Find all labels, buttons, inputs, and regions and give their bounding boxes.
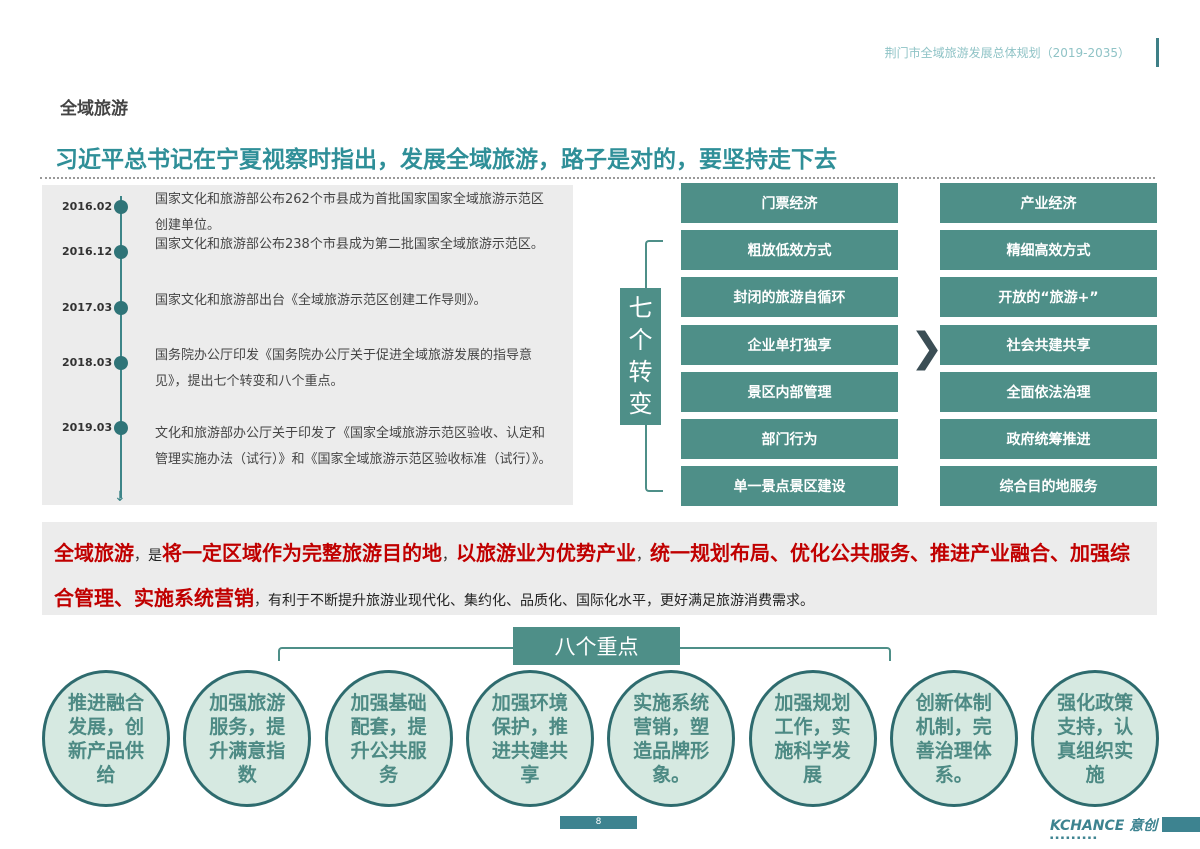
definition-part: 全域旅游: [54, 541, 134, 565]
key-point-circle: 创新体制机制，完善治理体系。: [889, 670, 1018, 807]
from-item: 单一景点景区建设: [681, 466, 898, 507]
from-item: 企业单打独享: [681, 324, 898, 365]
key-point-circle: 加强基础配套，提升公共服务: [324, 670, 453, 807]
to-item: 综合目的地服务: [940, 466, 1157, 507]
timeline-dot: [114, 421, 128, 435]
timeline-event: 国家文化和旅游部公布238个市县成为第二批国家全域旅游示范区。: [155, 237, 544, 252]
timeline-dot: [114, 356, 128, 370]
footer-bar: [1162, 817, 1200, 832]
from-item: 部门行为: [681, 419, 898, 459]
page-title: 习近平总书记在宁夏视察时指出，发展全域旅游，路子是对的，要坚持走下去: [55, 147, 837, 173]
timeline-dot: [114, 245, 128, 259]
timeline-date: 2017.03: [62, 301, 113, 314]
seven-changes-label: 七个转变: [620, 288, 661, 425]
definition-part: ，: [442, 548, 456, 564]
page-number: 8: [560, 816, 637, 829]
key-point-text: 加强基础配套，提升公共服务: [350, 691, 427, 786]
key-point-circle: 加强规划工作，实施科学发展: [748, 670, 877, 807]
timeline-event: 国家文化和旅游部公布262个市县成为首批国家国家全域旅游示范区创建单位。: [155, 192, 544, 233]
definition-part: ，是: [134, 548, 162, 564]
from-item: 粗放低效方式: [681, 230, 898, 271]
definition-part: ，: [636, 548, 650, 564]
from-item: 封闭的旅游自循环: [681, 277, 898, 318]
key-point-circle: 加强环境保护，推进共建共享: [465, 670, 594, 807]
key-point-circle: 加强旅游服务，提升满意指数: [183, 670, 312, 807]
key-point-circle: 强化政策支持，认真组织实施: [1031, 670, 1160, 807]
to-item: 社会共建共享: [940, 324, 1157, 365]
eight-key-points-label: 八个重点: [513, 627, 680, 665]
key-point-text: 强化政策支持，认真组织实施: [1057, 691, 1134, 786]
key-point-text: 推进融合发展，创新产品供给: [67, 691, 144, 786]
from-item: 门票经济: [681, 183, 898, 223]
key-point-text: 加强规划工作，实施科学发展: [774, 691, 851, 786]
timeline-event: 文化和旅游部办公厅关于印发了《国家全域旅游示范区验收、认定和管理实施办法（试行）…: [155, 426, 552, 467]
section-label: 全域旅游: [60, 99, 128, 119]
key-point-text: 创新体制机制，完善治理体系。: [915, 691, 992, 786]
key-point-text: 加强旅游服务，提升满意指数: [209, 691, 286, 786]
key-point-text: 实施系统营销，塑造品牌形象。: [633, 691, 710, 786]
to-item: 开放的“旅游+”: [940, 277, 1157, 318]
logo: KCHANCE 意创▪▪▪▪▪▪▪▪▪: [1050, 818, 1158, 841]
definition-part: 将一定区域作为完整旅游目的地: [162, 541, 442, 565]
timeline-date: 2016.12: [62, 245, 113, 258]
header-bar: [1156, 38, 1159, 67]
to-item: 全面依法治理: [940, 371, 1157, 412]
key-point-text: 加强环境保护，推进共建共享: [491, 691, 568, 786]
timeline-line: [120, 196, 122, 498]
to-item: 政府统筹推进: [940, 419, 1157, 459]
timeline-date: 2016.02: [62, 200, 113, 213]
key-point-circle: 推进融合发展，创新产品供给: [42, 670, 170, 807]
definition-part: ，有利于不断提升旅游业现代化、集约化、品质化、国际化水平，更好满足旅游消费需求。: [254, 593, 814, 609]
timeline-date: 2019.03: [62, 421, 113, 434]
timeline-event: 国务院办公厅印发《国务院办公厅关于促进全域旅游发展的指导意见》，提出七个转变和八…: [155, 348, 533, 389]
arrow-down-icon: ↓: [114, 489, 126, 505]
to-item: 精细高效方式: [940, 230, 1157, 271]
definition-text: 全域旅游，是将一定区域作为完整旅游目的地，以旅游业为优势产业，统一规划布局、优化…: [42, 522, 1157, 615]
key-point-circle: 实施系统营销，塑造品牌形象。: [607, 670, 736, 807]
timeline-event: 国家文化和旅游部出台《全域旅游示范区创建工作导则》。: [155, 293, 487, 308]
definition-part: 统一规划布局、优化公共服务、推进产业融合、加强综合管理、实施系统营销: [54, 541, 1130, 610]
definition-part: 以旅游业为优势产业: [456, 541, 636, 565]
timeline-date: 2018.03: [62, 356, 113, 369]
document-title: 荆门市全域旅游发展总体规划（2019-2035）: [884, 46, 1130, 60]
divider: [40, 177, 1155, 179]
timeline-dot: [114, 200, 128, 214]
timeline-panel: [42, 185, 573, 505]
from-item: 景区内部管理: [681, 371, 898, 412]
timeline-dot: [114, 301, 128, 315]
chevron-right-icon: ❯: [910, 325, 944, 371]
to-item: 产业经济: [940, 183, 1157, 223]
